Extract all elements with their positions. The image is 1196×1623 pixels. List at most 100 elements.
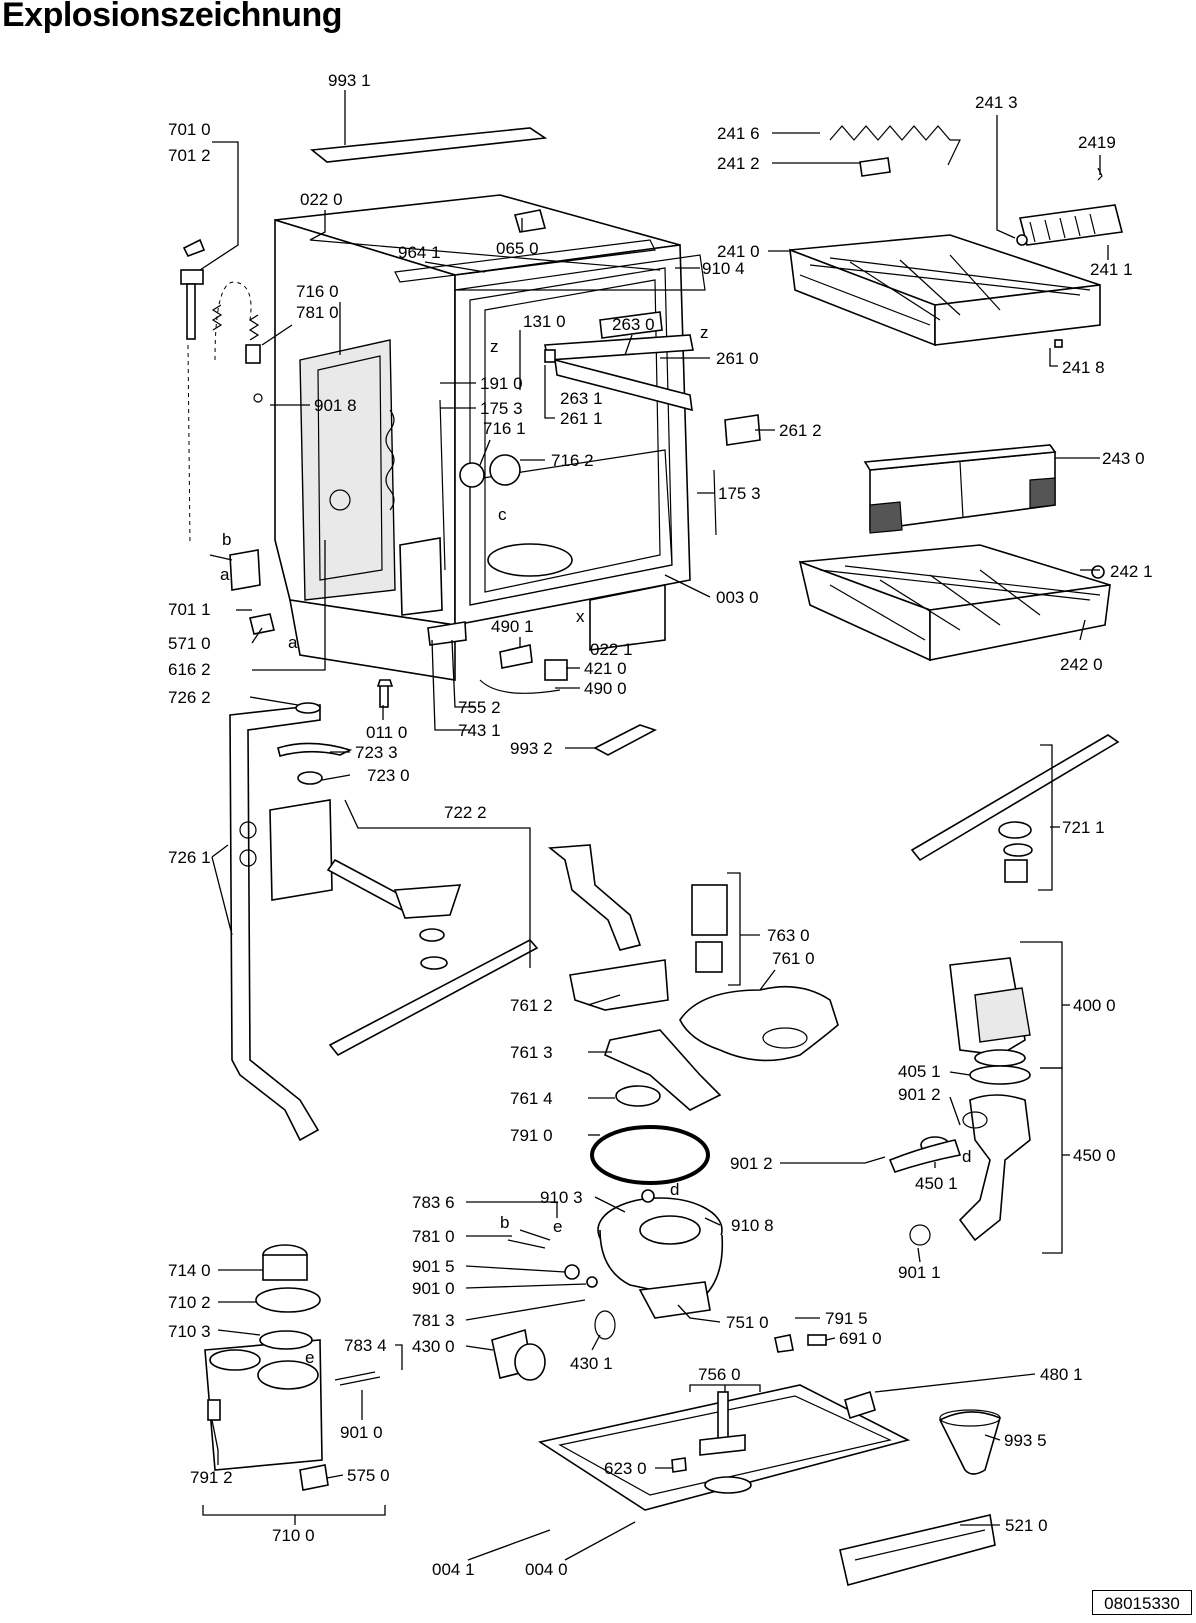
callout-label: 701 2: [168, 146, 211, 165]
callout-label: 714 0: [168, 1261, 211, 1280]
callout-label: 131 0: [523, 312, 566, 331]
lower-basket-part: [798, 544, 1111, 662]
callout-label: 901 5: [412, 1257, 455, 1276]
callout-label: 004 0: [525, 1560, 568, 1579]
top-strip-part: [309, 127, 548, 163]
callout-label: 723 3: [355, 743, 398, 762]
callout-label: 993 1: [328, 71, 371, 90]
callout-label: 480 1: [1040, 1365, 1083, 1384]
callout-label: 575 0: [347, 1466, 390, 1485]
callout-label: 783 4: [344, 1336, 387, 1355]
connection-letter: e: [305, 1348, 314, 1367]
callout-label: 722 2: [444, 803, 487, 822]
callout-label: 710 3: [168, 1322, 211, 1341]
document-code: 08015330: [1092, 1590, 1192, 1615]
callout-label: 781 0: [296, 303, 339, 322]
pump-hose-parts: [888, 957, 1031, 1246]
connection-letter: a: [288, 633, 298, 652]
callout-label: 743 1: [458, 721, 501, 740]
hose-701-parts: [180, 238, 275, 635]
connection-letter: b: [500, 1213, 509, 1232]
callout-label: 261 0: [716, 349, 759, 368]
callout-label: 011 0: [366, 723, 407, 742]
callout-label: 716 0: [296, 282, 339, 301]
callout-label: 964 1: [398, 243, 441, 262]
callout-label: 761 4: [510, 1089, 553, 1108]
callout-label: 710 0: [272, 1526, 315, 1545]
drain-pump-part: [491, 1310, 616, 1381]
callout-label: 781 0: [412, 1227, 455, 1246]
callout-label: 623 0: [604, 1459, 647, 1478]
callout-label: 421 0: [584, 659, 627, 678]
callout-label: 242 0: [1060, 655, 1103, 674]
callout-label: 993 5: [1004, 1431, 1047, 1450]
callout-label: 910 3: [540, 1188, 583, 1207]
connection-letter: c: [498, 505, 507, 524]
callout-label: 263 1: [560, 389, 603, 408]
callout-label: 723 0: [367, 766, 410, 785]
callout-label: 521 0: [1005, 1516, 1048, 1535]
connection-letter: e: [553, 1217, 562, 1236]
upper-basket-part: [789, 125, 1124, 348]
callout-label: 761 0: [772, 949, 815, 968]
callout-label: 400 0: [1073, 996, 1116, 1015]
callout-label: 004 1: [432, 1560, 475, 1579]
callout-label: 901 2: [730, 1154, 773, 1173]
connection-letter: a: [220, 565, 230, 584]
callout-label: 761 3: [510, 1043, 553, 1062]
callout-label: 761 2: [510, 996, 553, 1015]
sump-pipe-filter-parts: [547, 844, 839, 1185]
callout-label: 901 0: [340, 1423, 383, 1442]
callout-label: 910 4: [702, 259, 745, 278]
callout-label: 490 1: [491, 617, 534, 636]
callout-label: 901 8: [314, 396, 357, 415]
callout-label: 241 0: [717, 242, 760, 261]
callout-label: 450 0: [1073, 1146, 1116, 1165]
connection-letter: z: [490, 337, 499, 356]
callout-label: 701 0: [168, 120, 211, 139]
callout-label: 726 1: [168, 848, 211, 867]
callout-label: 756 0: [698, 1365, 741, 1384]
callout-label: 571 0: [168, 634, 211, 653]
misc-small-parts: [376, 621, 658, 756]
callout-label: 691 0: [839, 1329, 882, 1348]
base-plate-part: [537, 1384, 911, 1511]
callout-label: 430 0: [412, 1337, 455, 1356]
callout-label: 763 0: [767, 926, 810, 945]
callout-label: 175 3: [718, 484, 761, 503]
callout-label: 450 1: [915, 1174, 958, 1193]
callout-label: 003 0: [716, 588, 759, 607]
callout-label: 241 8: [1062, 358, 1105, 377]
callout-label: 901 1: [898, 1263, 941, 1282]
callout-label: 901 2: [898, 1085, 941, 1104]
callout-label: 716 1: [483, 419, 526, 438]
callout-label: 993 2: [510, 739, 553, 758]
callout-label: 490 0: [584, 679, 627, 698]
callout-label: 791 0: [510, 1126, 553, 1145]
callout-label: 263 0: [612, 315, 655, 334]
callout-label: 791 5: [825, 1309, 868, 1328]
connection-letter: d: [962, 1147, 971, 1166]
callout-label: 616 2: [168, 660, 211, 679]
circulation-pipe-part: [229, 702, 353, 1142]
tub-part: [274, 194, 761, 681]
callout-label: 241 2: [717, 154, 760, 173]
callout-label: 726 2: [168, 688, 211, 707]
callout-label: 2419: [1078, 133, 1116, 152]
callout-label: 261 1: [560, 409, 603, 428]
callout-label: 755 2: [458, 698, 501, 717]
callout-label: 022 0: [300, 190, 343, 209]
sump-part: [507, 1189, 724, 1319]
callout-label: 175 3: [480, 399, 523, 418]
callout-label: 261 2: [779, 421, 822, 440]
callout-label: 242 1: [1110, 562, 1153, 581]
callout-label: 910 8: [731, 1216, 774, 1235]
callout-label: 716 2: [551, 451, 594, 470]
connection-letter: d: [670, 1180, 679, 1199]
callout-label: 241 3: [975, 93, 1018, 112]
callout-label: 791 2: [190, 1468, 233, 1487]
connection-letter: b: [222, 530, 231, 549]
cutlery-basket-part: [863, 444, 1057, 534]
callout-label: 710 2: [168, 1293, 211, 1312]
